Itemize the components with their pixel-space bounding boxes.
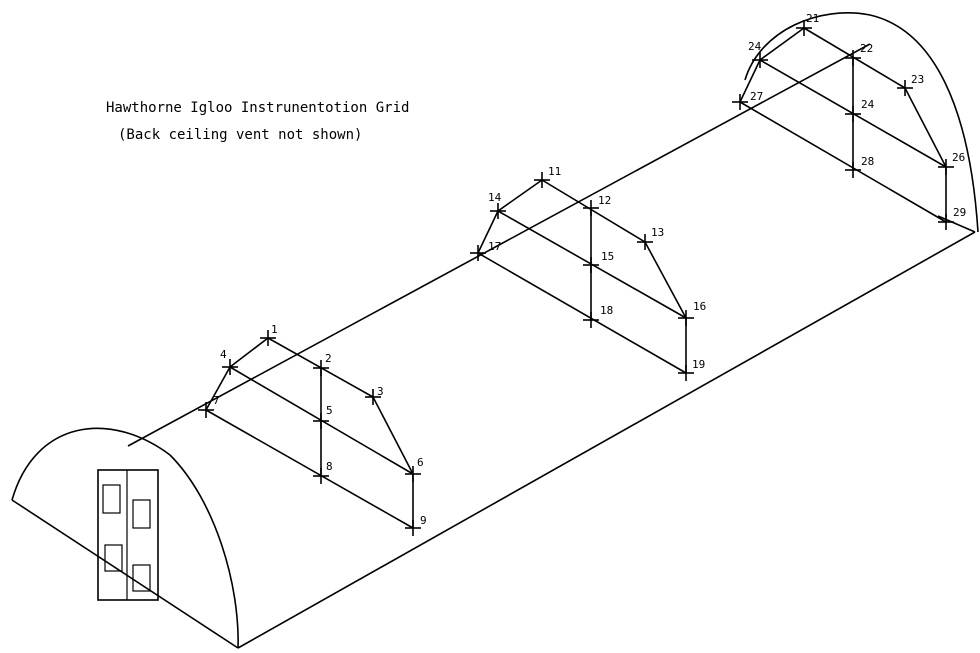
point-18: 18 xyxy=(583,304,613,328)
point-17: 17 xyxy=(470,240,501,261)
point-29: 29 xyxy=(938,206,966,230)
point-label: 14 xyxy=(488,191,502,204)
point-28: 28 xyxy=(845,155,874,178)
point-label: 27 xyxy=(750,90,763,103)
point-label: 9 xyxy=(420,514,427,527)
measurement-points: 1 2 3 4 5 6 7 8 xyxy=(198,12,966,536)
point-12: 12 xyxy=(583,194,611,216)
point-16: 16 xyxy=(678,300,706,326)
point-label: 7 xyxy=(213,394,220,407)
point-13: 13 xyxy=(637,226,664,250)
back-arch xyxy=(744,12,979,233)
point-label: 19 xyxy=(692,358,705,371)
point-26: 26 xyxy=(938,151,965,175)
point-14: 14 xyxy=(488,191,506,219)
point-label: 6 xyxy=(417,456,424,469)
point-23: 23 xyxy=(897,73,924,96)
point-label: 29 xyxy=(953,206,966,219)
roof-base-edge xyxy=(237,231,976,649)
point-5: 5 xyxy=(313,404,333,429)
point-label: 2 xyxy=(325,352,332,365)
diagram-title: Hawthorne Igloo Instrunentotion Grid xyxy=(106,100,409,116)
point-label: 21 xyxy=(806,12,819,25)
point-label: 23 xyxy=(911,73,924,86)
door-window-upper-right xyxy=(132,499,151,529)
point-22: 22 xyxy=(845,42,873,66)
point-19: 19 xyxy=(678,358,705,381)
point-label: 3 xyxy=(377,385,384,398)
point-label: 16 xyxy=(693,300,706,313)
point-label: 17 xyxy=(488,240,501,253)
point-label: 24 xyxy=(748,40,762,53)
point-label: 1 xyxy=(271,323,278,336)
point-24: 24 xyxy=(748,40,768,68)
point-label: 22 xyxy=(860,42,873,55)
point-1: 1 xyxy=(260,323,278,346)
point-label: 28 xyxy=(861,155,874,168)
point-label: 15 xyxy=(601,250,614,263)
point-label: 26 xyxy=(952,151,965,164)
diagram-subtitle: (Back ceiling vent not shown) xyxy=(118,127,362,143)
point-15: 15 xyxy=(583,250,614,273)
point-4: 4 xyxy=(220,348,238,375)
point-label: 12 xyxy=(598,194,611,207)
point-3: 3 xyxy=(365,385,384,405)
point-label: 8 xyxy=(326,460,333,473)
point-27: 27 xyxy=(732,90,763,110)
back-base xyxy=(937,215,976,233)
point-label: 18 xyxy=(600,304,613,317)
point-21: 21 xyxy=(796,12,819,36)
point-label: 4 xyxy=(220,348,227,361)
point-25: 24 xyxy=(845,98,875,122)
door-window-lower-left xyxy=(104,544,123,572)
point-11: 11 xyxy=(534,165,561,188)
front-base xyxy=(11,499,239,649)
point-6: 6 xyxy=(405,456,424,482)
point-7: 7 xyxy=(198,394,220,418)
point-label: 24 xyxy=(861,98,875,111)
front-arch xyxy=(11,427,239,649)
door-frame xyxy=(97,469,159,601)
door-window-lower-right xyxy=(132,564,151,592)
point-label: 5 xyxy=(326,404,333,417)
point-label: 13 xyxy=(651,226,664,239)
point-9: 9 xyxy=(405,514,427,536)
entrance-door xyxy=(97,469,159,601)
door-window-upper-left xyxy=(102,484,121,514)
point-2: 2 xyxy=(313,352,332,376)
point-label: 11 xyxy=(548,165,561,178)
point-8: 8 xyxy=(313,460,333,484)
